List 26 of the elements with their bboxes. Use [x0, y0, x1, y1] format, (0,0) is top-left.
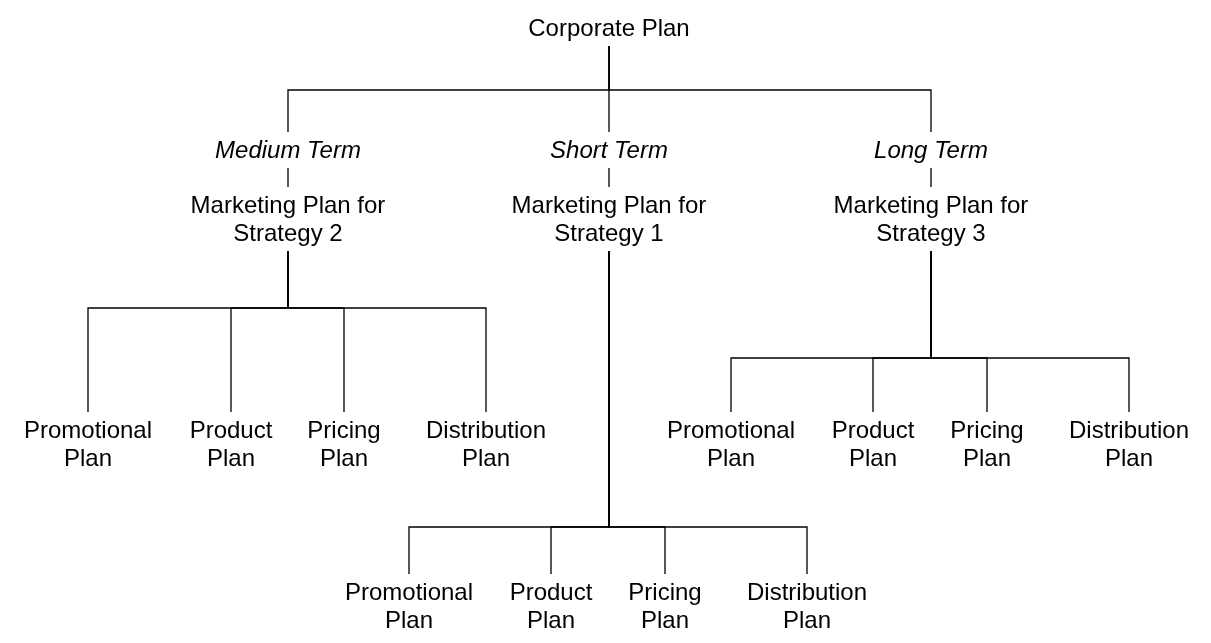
node-label: Distribution Plan [1069, 412, 1189, 476]
node-label: Short Term [550, 132, 668, 168]
connector-line [287, 250, 487, 413]
connector-line [608, 45, 932, 133]
node-label: Product Plan [831, 412, 915, 476]
node-label: Medium Term [215, 132, 361, 168]
node-label: Corporate Plan [499, 10, 719, 46]
node-label: Pricing Plan [628, 574, 702, 638]
node-label: Distribution Plan [426, 412, 546, 476]
node-label: Marketing Plan for Strategy 1 [509, 187, 709, 251]
node-label: Distribution Plan [747, 574, 867, 638]
node-label: Product Plan [509, 574, 593, 638]
connector-line [930, 167, 932, 188]
node-label: Promotional Plan [23, 412, 153, 476]
node-label: Pricing Plan [950, 412, 1024, 476]
node-label: Marketing Plan for Strategy 3 [831, 187, 1031, 251]
node-label: Product Plan [189, 412, 273, 476]
connector-line [287, 167, 289, 188]
connector-line [608, 250, 808, 575]
connector-line [608, 167, 610, 188]
node-label: Long Term [874, 132, 988, 168]
node-label: Pricing Plan [307, 412, 381, 476]
node-label: Promotional Plan [666, 412, 796, 476]
connector-line [930, 250, 1130, 413]
node-label: Marketing Plan for Strategy 2 [188, 187, 388, 251]
node-label: Promotional Plan [344, 574, 474, 638]
